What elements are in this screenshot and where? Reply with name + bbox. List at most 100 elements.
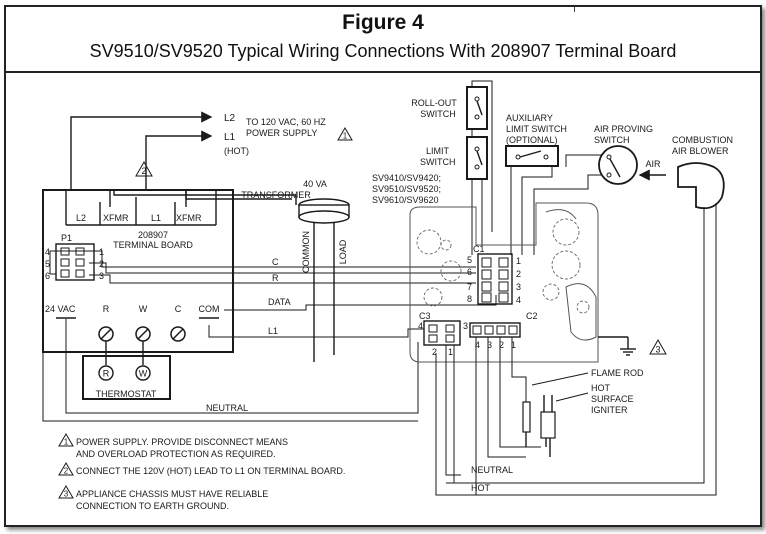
tb-label-xfmr-2: XFMR xyxy=(176,213,202,223)
wire-l1 xyxy=(208,325,424,338)
tb-label-l1: L1 xyxy=(151,213,161,223)
limit-switch: LIMIT SWITCH SV9410/SV9420; SV9510/SV952… xyxy=(372,136,488,205)
ignition-control-module xyxy=(409,202,599,363)
wire-p1-loop xyxy=(49,250,89,275)
note-2-warning-icon: 2 xyxy=(135,160,153,177)
svg-text:C: C xyxy=(175,304,182,314)
thermostat-box xyxy=(82,355,171,400)
svg-text:IGNITER: IGNITER xyxy=(591,405,628,415)
screw-terminal-r xyxy=(98,326,114,342)
svg-text:3: 3 xyxy=(99,271,104,281)
thermostat-w: W xyxy=(139,369,148,379)
note-2-line-1: CONNECT THE 120V (HOT) LEAD TO L1 ON TER… xyxy=(76,466,345,476)
svg-text:2: 2 xyxy=(64,467,69,476)
wire-l1-label: L1 xyxy=(268,326,278,336)
svg-text:5: 5 xyxy=(467,255,472,265)
note-2: 2 CONNECT THE 120V (HOT) LEAD TO L1 ON T… xyxy=(58,462,345,476)
wire-neutral-board xyxy=(65,319,419,414)
svg-text:3: 3 xyxy=(487,340,492,350)
svg-text:3: 3 xyxy=(64,490,69,499)
p1-label: P1 xyxy=(61,233,72,243)
tb-name: TERMINAL BOARD xyxy=(113,240,193,250)
c2-housing xyxy=(469,322,521,338)
svg-text:R: R xyxy=(103,304,110,314)
svg-text:24 VAC: 24 VAC xyxy=(45,304,76,314)
note-3-line-1: APPLIANCE CHASSIS MUST HAVE RELIABLE xyxy=(76,489,268,499)
supply-text-2: POWER SUPPLY xyxy=(246,128,317,138)
svg-text:AIR BLOWER: AIR BLOWER xyxy=(672,146,729,156)
notes-section: 1 POWER SUPPLY. PROVIDE DISCONNECT MEANS… xyxy=(58,433,345,511)
power-supply: L2 L1 (HOT) TO 120 VAC, 60 HZ POWER SUPP… xyxy=(70,111,353,190)
module-relay xyxy=(565,283,597,341)
l1-supply-wire xyxy=(145,130,213,190)
svg-text:6: 6 xyxy=(45,271,50,281)
svg-text:1: 1 xyxy=(511,340,516,350)
supply-text-1: TO 120 VAC, 60 HZ xyxy=(246,117,326,127)
wire-r-upper xyxy=(89,262,476,274)
svg-text:4: 4 xyxy=(45,247,50,257)
hot-label-bottom: HOT xyxy=(471,483,491,493)
svg-text:(OPTIONAL): (OPTIONAL) xyxy=(506,135,558,145)
l2-supply-wire xyxy=(70,111,213,190)
note-1: 1 POWER SUPPLY. PROVIDE DISCONNECT MEANS… xyxy=(58,433,288,459)
module-outline xyxy=(409,202,599,363)
svg-text:3: 3 xyxy=(516,282,521,292)
note-3: 3 APPLIANCE CHASSIS MUST HAVE RELIABLE C… xyxy=(58,485,268,511)
svg-text:1: 1 xyxy=(448,347,453,357)
wire-neutral-label: NEUTRAL xyxy=(206,403,248,413)
transformer-load: LOAD xyxy=(338,239,348,264)
wire-data-label: DATA xyxy=(268,297,291,307)
svg-text:1: 1 xyxy=(516,256,521,266)
svg-text:1: 1 xyxy=(64,438,69,447)
svg-text:2: 2 xyxy=(499,340,504,350)
hot-surface-igniter: HOT SURFACE IGNITER xyxy=(540,383,634,457)
svg-text:4: 4 xyxy=(418,321,423,331)
wire-c-label: C xyxy=(272,257,279,267)
svg-text:SV9610/SV9620: SV9610/SV9620 xyxy=(372,195,439,205)
thermostat: R W THERMOSTAT xyxy=(82,341,171,400)
svg-text:C2: C2 xyxy=(526,311,538,321)
igniter-wiring: NEUTRAL HOT xyxy=(435,337,541,496)
svg-text:3: 3 xyxy=(463,321,468,331)
svg-text:3: 3 xyxy=(655,345,660,355)
svg-text:AIR PROVING: AIR PROVING xyxy=(594,124,653,134)
svg-text:2: 2 xyxy=(141,166,146,176)
wire-r xyxy=(89,274,476,284)
c1-housing xyxy=(477,253,513,305)
screw-terminal-w xyxy=(135,326,151,342)
connector-c3: C3 4 3 2 1 xyxy=(418,311,468,357)
flame-rod: FLAME ROD xyxy=(522,368,644,447)
wire-data xyxy=(224,295,497,311)
svg-text:SWITCH: SWITCH xyxy=(420,109,456,119)
rollout-wire-right xyxy=(471,80,493,232)
note-3-line-2: CONNECTION TO EARTH GROUND. xyxy=(76,501,229,511)
svg-text:SWITCH: SWITCH xyxy=(420,157,456,167)
air-label: AIR xyxy=(645,159,661,169)
svg-text:SV9410/SV9420;: SV9410/SV9420; xyxy=(372,173,441,183)
svg-text:C1: C1 xyxy=(473,244,485,254)
air-proving-switch: AIR PROVING SWITCH AIR xyxy=(533,124,666,255)
svg-text:4: 4 xyxy=(475,340,480,350)
tb-number: 208907 xyxy=(138,230,168,240)
svg-text:SURFACE: SURFACE xyxy=(591,394,634,404)
svg-text:8: 8 xyxy=(467,294,472,304)
svg-text:LIMIT SWITCH: LIMIT SWITCH xyxy=(506,124,567,134)
wire-neutral-board-2 xyxy=(42,352,418,422)
figure-frame: Figure 4 SV9510/SV9520 Typical Wiring Co… xyxy=(4,5,762,527)
svg-text:SV9510/SV9520;: SV9510/SV9520; xyxy=(372,184,441,194)
screw-terminal-c xyxy=(170,326,186,342)
figure-title: Figure 4 xyxy=(342,11,424,34)
auxiliary-limit-switch: AUXILIARY LIMIT SWITCH (OPTIONAL) xyxy=(505,113,567,255)
terminal-board-outline xyxy=(42,189,234,353)
svg-text:SWITCH: SWITCH xyxy=(594,135,630,145)
control-wiring: C R DATA L1 NEUTRAL xyxy=(42,250,497,422)
svg-text:LIMIT: LIMIT xyxy=(426,146,450,156)
rollout-switch: ROLL-OUT SWITCH xyxy=(411,86,488,130)
p1-connector xyxy=(55,243,95,281)
svg-text:AUXILIARY: AUXILIARY xyxy=(506,113,553,123)
svg-text:6: 6 xyxy=(467,267,472,277)
hot-label: (HOT) xyxy=(224,146,249,156)
connector-c2: C2 4 3 2 1 xyxy=(469,311,538,350)
neutral-label-2: NEUTRAL xyxy=(471,465,513,475)
tb-label-l2: L2 xyxy=(76,213,86,223)
